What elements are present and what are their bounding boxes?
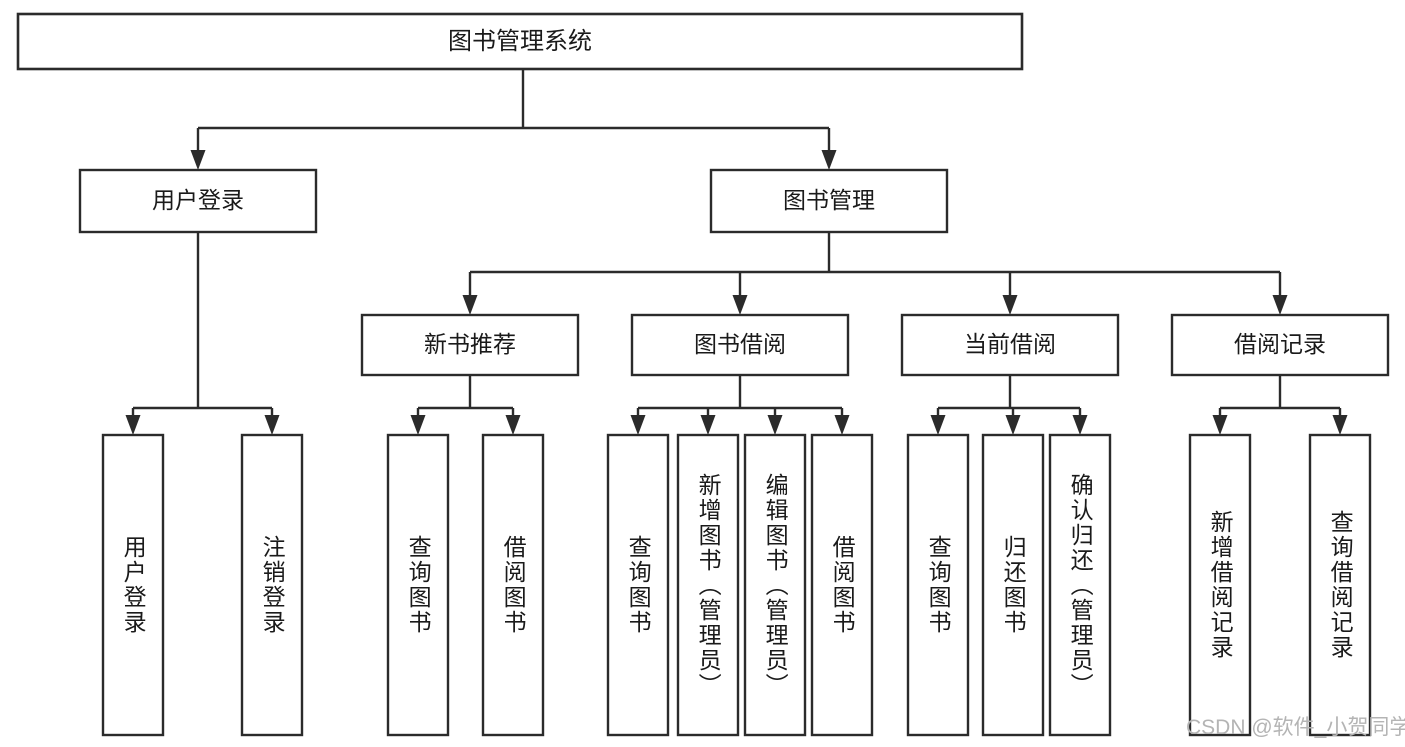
arrow-head-icon-new-book-recommend xyxy=(462,295,478,315)
arrow-head-icon-book-borrow xyxy=(732,295,748,315)
arrow-head-icon-leaf-borrow-book-2 xyxy=(834,415,850,435)
node-box-leaf-add-book[interactable] xyxy=(676,433,740,737)
node-label-user-login: 用户登录 xyxy=(152,187,244,213)
node-box-root[interactable] xyxy=(16,12,1024,71)
node-box-book-manage[interactable] xyxy=(709,168,949,234)
arrow-head-icon-current-borrow xyxy=(1002,295,1018,315)
arrow-head-icon-leaf-return-book xyxy=(1005,415,1021,435)
arrow-head-icon-leaf-user-login xyxy=(125,415,141,435)
arrow-head-icon-leaf-confirm-return xyxy=(1072,415,1088,435)
node-box-leaf-user-logout[interactable] xyxy=(240,433,304,737)
node-box-leaf-borrow-book-1[interactable] xyxy=(481,433,545,737)
node-box-leaf-user-login[interactable] xyxy=(101,433,165,737)
node-label-borrow-record: 借阅记录 xyxy=(1234,331,1326,357)
arrow-head-icon-leaf-query-book-3 xyxy=(930,415,946,435)
node-box-leaf-edit-book[interactable] xyxy=(743,433,807,737)
node-box-new-book-recommend[interactable] xyxy=(360,313,580,377)
node-box-leaf-confirm-return[interactable] xyxy=(1048,433,1112,737)
arrow-head-icon-leaf-query-book-2 xyxy=(630,415,646,435)
arrow-head-icon-leaf-user-logout xyxy=(264,415,280,435)
node-label-new-book-recommend: 新书推荐 xyxy=(424,331,516,357)
node-label-book-borrow: 图书借阅 xyxy=(694,331,786,357)
node-label-current-borrow: 当前借阅 xyxy=(964,331,1056,357)
arrow-head-icon-user-login xyxy=(190,150,206,170)
csdn-watermark: CSDN @软件_小贺同学 xyxy=(1186,716,1405,739)
node-box-leaf-query-record[interactable] xyxy=(1308,433,1372,737)
arrow-head-icon-leaf-edit-book xyxy=(767,415,783,435)
node-box-leaf-query-book-1[interactable] xyxy=(386,433,450,737)
node-box-leaf-return-book[interactable] xyxy=(981,433,1045,737)
arrow-head-icon-leaf-borrow-book-1 xyxy=(505,415,521,435)
arrow-head-icon-leaf-query-record xyxy=(1332,415,1348,435)
connector-layer xyxy=(125,69,1348,435)
node-box-leaf-borrow-book-2[interactable] xyxy=(810,433,874,737)
node-box-leaf-query-book-2[interactable] xyxy=(606,433,670,737)
arrow-head-icon-leaf-query-book-1 xyxy=(410,415,426,435)
node-box-user-login[interactable] xyxy=(78,168,318,234)
node-label-root: 图书管理系统 xyxy=(448,28,592,55)
arrow-head-icon-book-manage xyxy=(821,150,837,170)
node-box-book-borrow[interactable] xyxy=(630,313,850,377)
arrow-head-icon-borrow-record xyxy=(1272,295,1288,315)
node-box-current-borrow[interactable] xyxy=(900,313,1120,377)
arrow-head-icon-leaf-add-book xyxy=(700,415,716,435)
node-box-borrow-record[interactable] xyxy=(1170,313,1390,377)
node-box-leaf-add-record[interactable] xyxy=(1188,433,1252,737)
node-label-book-manage: 图书管理 xyxy=(783,187,875,213)
arrow-head-icon-leaf-add-record xyxy=(1212,415,1228,435)
node-box-leaf-query-book-3[interactable] xyxy=(906,433,970,737)
